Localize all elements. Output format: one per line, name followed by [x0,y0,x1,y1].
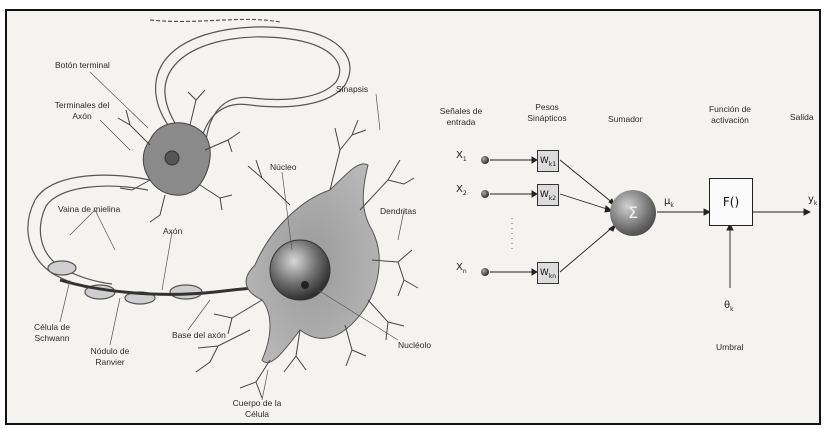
input-node-2 [481,190,489,198]
header-salida: Salida [790,112,814,123]
label-sinapsis: Sinapsis [336,84,368,95]
mu-subscript: k [670,202,673,209]
threshold-theta: θk [724,300,734,311]
input-x2-subscript: 2 [463,190,467,197]
header-senales-entrada: Señales de entrada [428,106,494,128]
label-cuerpo-celula: Cuerpo de la Célula [222,398,292,420]
label-umbral: Umbral [716,342,743,353]
input-node-n [481,268,489,276]
header-funcion-line1: Función de [690,104,770,115]
output-y: yk [808,194,817,205]
label-ranvier-line2: Ranvier [80,357,140,368]
weight-2-subscript: k2 [549,195,556,202]
sum-output-mu: μk [664,196,674,207]
header-pesos-sinapticos: Pesos Sinápticos [512,102,582,124]
input-x2: X2 [456,184,467,195]
weight-box-2: Wk2 [537,184,559,206]
input-xn: Xn [456,262,467,273]
weight-n-symbol: W [540,268,549,278]
weight-box-n: Wkn [537,262,559,284]
label-terminales-line1: Terminales del [40,100,124,111]
weight-box-1: Wk1 [537,150,559,172]
header-funcion-line2: activación [690,115,770,126]
label-terminales-line2: Axón [40,111,124,122]
weight-2-symbol: W [540,190,549,200]
nucleus [270,240,330,300]
input-x1-symbol: X [456,150,463,161]
label-cuerpo-line1: Cuerpo de la [222,398,292,409]
header-sumador: Sumador [608,114,643,125]
weight-1-symbol: W [540,156,549,166]
label-axon: Axón [163,226,182,237]
nucleolus-dot [301,281,309,289]
header-funcion-activacion: Función de activación [690,104,770,126]
label-boton-terminal: Botón terminal [55,60,110,71]
label-base-axon: Base del axón [172,330,226,341]
label-schwann-line1: Célula de [22,322,82,333]
label-schwann-line2: Schwann [22,333,82,344]
input-xn-subscript: n [463,268,467,275]
label-nodulo-ranvier: Nódulo de Ranvier [80,346,140,368]
header-pesos-line2: Sinápticos [512,113,582,124]
input-x1-subscript: 1 [463,156,467,163]
label-ranvier-line1: Nódulo de [80,346,140,357]
weight-1-subscript: k1 [549,161,556,168]
header-pesos-line1: Pesos [512,102,582,113]
weight-n-subscript: kn [549,273,556,280]
label-nucleo: Núcleo [270,162,296,173]
label-nucleolo: Nucléolo [398,340,431,351]
theta-subscript: k [730,306,733,313]
label-vaina-mielina: Vaina de mielina [58,204,120,215]
summation-node: Σ [610,190,656,236]
header-senales-line1: Señales de [428,106,494,117]
input-x2-symbol: X [456,184,463,195]
label-dendritas: Dendritas [380,206,416,217]
label-cuerpo-line2: Célula [222,409,292,420]
header-senales-line2: entrada [428,117,494,128]
activation-function-box: F() [709,178,753,226]
label-celula-schwann: Célula de Schwann [22,322,82,344]
output-y-subscript: k [814,200,817,207]
input-xn-symbol: X [456,262,463,273]
label-terminales-axon: Terminales del Axón [40,100,124,122]
input-x1: X1 [456,150,467,161]
input-node-1 [481,156,489,164]
